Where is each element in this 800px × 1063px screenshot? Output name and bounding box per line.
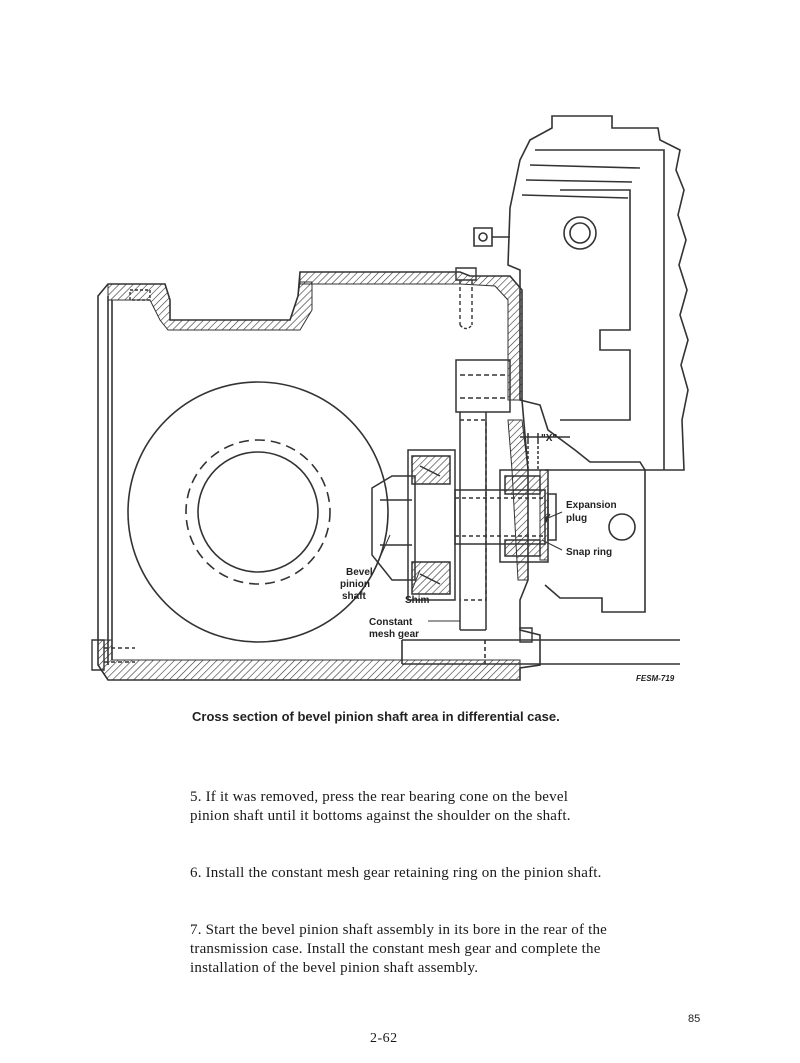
- bolt-bottom: [91, 627, 533, 671]
- page-number: 85: [688, 1013, 701, 1025]
- transmission-case-outline: [473, 115, 689, 613]
- step-6-paragraph: 6. Install the constant mesh gear retain…: [190, 865, 602, 881]
- folio: 2-62: [370, 1031, 398, 1046]
- bolt-top: [129, 267, 477, 330]
- shim-label: Shim: [405, 595, 430, 606]
- expansion-plug-label-line2: plug: [566, 513, 587, 524]
- bevel-pinion-shaft-label-line2: pinion: [340, 579, 370, 590]
- constant-mesh-gear-label-line1: Constant: [369, 617, 413, 628]
- figure-id: FESM-719: [636, 674, 675, 683]
- bevel-pinion-shaft-label-line1: Bevel: [346, 567, 373, 578]
- snap-ring-label: Snap ring: [566, 547, 612, 558]
- pinion-shaft-assembly: [371, 359, 570, 631]
- step-7-paragraph: 7. Start the bevel pinion shaft assembly…: [190, 922, 608, 976]
- cross-section-figure: "X" Expansion plug Snap ring Bevel pinio…: [91, 115, 689, 683]
- callout-leaders: [371, 511, 563, 622]
- x-dimension-label: "X": [541, 433, 557, 444]
- expansion-plug-label-line1: Expansion: [566, 500, 617, 511]
- figure-caption: Cross section of bevel pinion shaft area…: [192, 709, 560, 724]
- hatched-walls: [97, 271, 549, 681]
- constant-mesh-gear-label-line2: mesh gear: [369, 629, 419, 640]
- step-5-paragraph: 5. If it was removed, press the rear bea…: [190, 789, 571, 824]
- bevel-gear: [127, 381, 389, 643]
- bevel-pinion-shaft-label-line3: shaft: [342, 591, 367, 602]
